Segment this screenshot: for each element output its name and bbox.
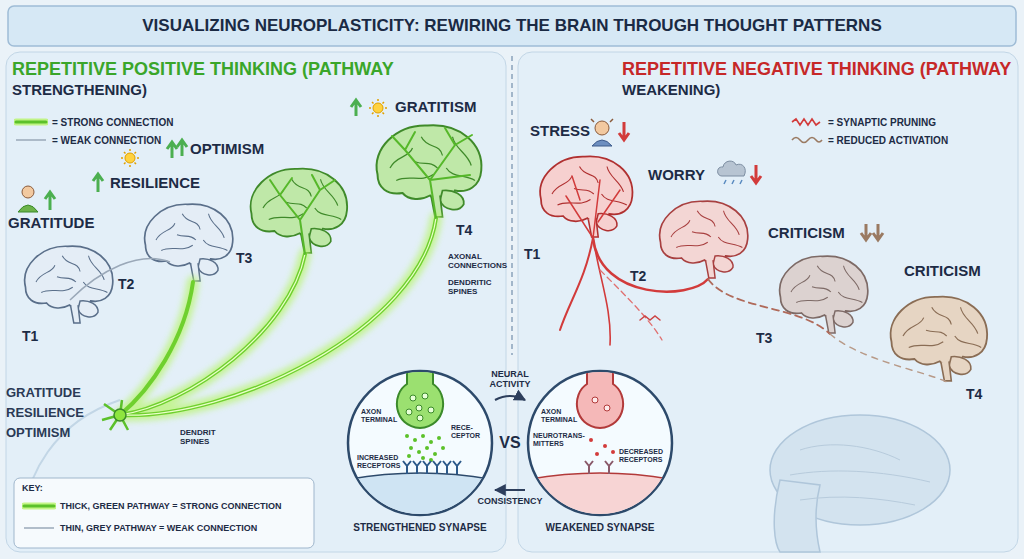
- legend-text: = SYNAPTIC PRUNING: [828, 117, 936, 128]
- left-panel: [6, 52, 506, 552]
- weak-pathways: [560, 176, 947, 382]
- legend-item: = SYNAPTIC PRUNING: [790, 116, 936, 128]
- thought-list-item: GRATITUDE: [6, 386, 81, 401]
- brainstem: [774, 480, 820, 552]
- cerebellum-folds: [790, 445, 930, 505]
- stage-number: T2: [118, 276, 134, 292]
- edge-label: CONSISTENCY: [470, 496, 550, 506]
- thought-label: RESILIENCE: [110, 174, 200, 191]
- part-label: DENDRITIC SPINES: [448, 278, 510, 296]
- brain: [25, 246, 113, 323]
- legend-item: = REDUCED ACTIVATION: [790, 134, 948, 146]
- legend-item: THICK, GREEN PATHWAY = STRONG CONNECTION: [22, 500, 281, 512]
- stage-number: T2: [630, 268, 646, 284]
- dendrite-tree: [270, 128, 472, 254]
- legend-text: THICK, GREEN PATHWAY = STRONG CONNECTION: [60, 501, 281, 511]
- stress-icon: [591, 119, 629, 146]
- neuron: [102, 400, 128, 430]
- flow-arrow: [495, 489, 525, 491]
- stage-number: T3: [236, 250, 252, 266]
- node-heading: STRENGTHENED SYNAPSE: [345, 522, 495, 534]
- legend-sample: [14, 116, 48, 128]
- legend-sample: [790, 116, 824, 128]
- gratitism-icon: [351, 99, 387, 117]
- stage-number: T3: [756, 330, 772, 346]
- legend-text: = WEAK CONNECTION: [52, 135, 161, 146]
- versus-label: VS: [498, 434, 522, 452]
- part-label: NEUROTRANS- MITTERS: [533, 432, 585, 447]
- optimism-icon: [167, 140, 187, 158]
- node-heading: WEAKENED SYNAPSE: [525, 522, 675, 534]
- part-label: AXON TERMINAL: [541, 408, 577, 423]
- weak-pathway: [70, 258, 170, 300]
- brain: [145, 204, 233, 281]
- thought-label: GRATITUDE: [8, 214, 94, 231]
- thought-label: GRATITISM: [395, 98, 476, 115]
- panel-heading: REPETITIVE POSITIVE THINKING (PATHWAY ST…: [12, 58, 402, 99]
- criticism-arrows: [861, 224, 883, 240]
- title-band: [8, 6, 1016, 46]
- synapse-drawing: [345, 368, 495, 518]
- legend-sample: [22, 522, 56, 534]
- edge-label: NEURAL ACTIVITY: [480, 369, 540, 390]
- stage-number: T4: [456, 222, 472, 238]
- brain: [780, 256, 868, 333]
- synapse-circle: STRENGTHENED SYNAPSE AXON TERMINAL RECE- C…: [345, 368, 495, 550]
- divider: [511, 56, 513, 355]
- legend-sample: [790, 134, 824, 146]
- key-box: [14, 478, 314, 548]
- part-label: DENDRIT SPINES: [180, 428, 232, 446]
- legend-sample: [14, 134, 48, 146]
- brain: [540, 156, 632, 236]
- synapse-circle: WEAKENED SYNAPSE AXON TERMINAL NEUROTRANS-…: [525, 368, 675, 550]
- legend-item: = WEAK CONNECTION: [14, 134, 161, 146]
- thought-list-item: RESILIENCE: [6, 406, 84, 421]
- key-heading: KEY:: [22, 483, 43, 493]
- thought-label: OPTIMISM: [190, 140, 264, 157]
- right-panel: [518, 52, 1018, 552]
- thought-label: STRESS: [530, 122, 590, 139]
- stage-number: T1: [524, 246, 540, 262]
- legend-item: = STRONG CONNECTION: [14, 116, 173, 128]
- part-label: DECREASED RECEPTORS: [619, 448, 665, 463]
- thought-label: CRITICISM: [904, 262, 981, 279]
- thought-label: CRITICISM: [768, 224, 845, 241]
- part-label: RECE- CEPTOR: [451, 424, 485, 439]
- legend-text: = STRONG CONNECTION: [52, 117, 173, 128]
- panel-heading: REPETITIVE NEGATIVE THINKING (PATHWAY WE…: [622, 58, 1012, 99]
- worry-icon: [718, 161, 761, 184]
- brain: [660, 201, 748, 278]
- gratitude-icon: [18, 186, 55, 212]
- legend-item: THIN, GREY PATHWAY = WEAK CONNECTION: [22, 522, 257, 534]
- legend-text: = REDUCED ACTIVATION: [828, 135, 948, 146]
- flow-arrow: [495, 396, 525, 400]
- legend-text: THIN, GREY PATHWAY = WEAK CONNECTION: [60, 523, 257, 533]
- title: VISUALIZING NEUROPLASTICITY: REWIRING TH…: [8, 16, 1016, 36]
- brain: [891, 297, 987, 381]
- thought-label: WORRY: [648, 166, 705, 183]
- part-label: INCREASED RECEPTORS: [357, 454, 401, 469]
- part-label: AXON TERMINAL: [361, 408, 397, 423]
- stage-number: T4: [966, 386, 982, 402]
- legend-sample: [22, 500, 56, 512]
- thought-list-item: OPTIMISM: [6, 426, 70, 441]
- stage-number: T1: [22, 328, 38, 344]
- part-label: AXONAL CONNECTIONS: [448, 252, 510, 270]
